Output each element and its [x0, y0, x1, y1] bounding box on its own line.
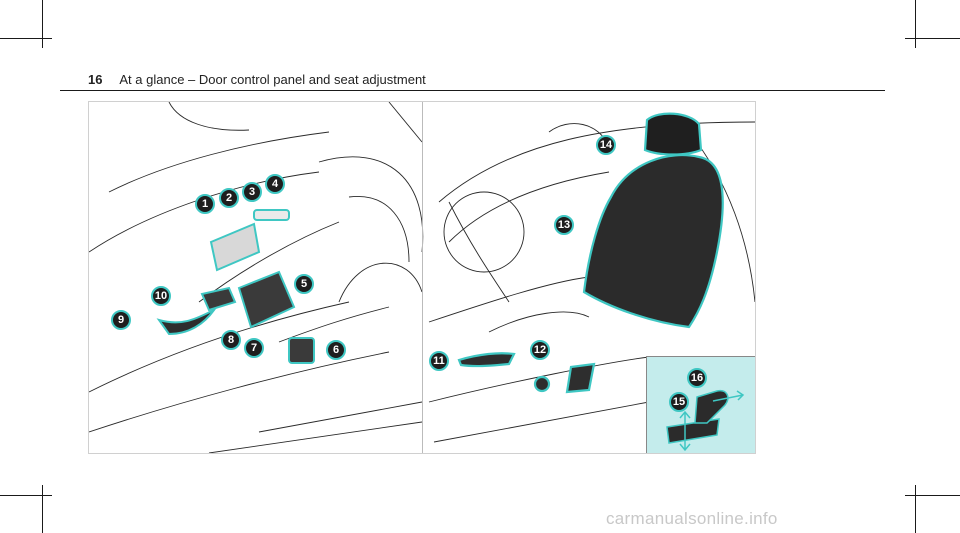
crop-mark [905, 495, 960, 496]
door-line [89, 301, 350, 393]
interior-line [438, 121, 755, 203]
door-line [168, 102, 250, 131]
door-line [208, 421, 423, 453]
callout-marker: 5 [294, 274, 314, 294]
seat-switch-back [694, 389, 729, 424]
callout-marker: 3 [242, 182, 262, 202]
window-switch-panel [237, 270, 296, 329]
memory-buttons [253, 209, 290, 221]
seat-release-lever [457, 352, 516, 368]
callout-marker: 12 [530, 340, 550, 360]
crop-mark [915, 485, 916, 533]
interior-line [688, 131, 755, 303]
callout-marker: 1 [195, 194, 215, 214]
crop-mark [0, 495, 52, 496]
steering-wheel-rim [318, 156, 424, 253]
steering-wheel-rim [338, 262, 423, 303]
steering-wheel-rim [348, 196, 410, 263]
interior-line [488, 311, 590, 333]
interior-line [428, 276, 590, 323]
door-line [108, 131, 330, 193]
seat-headrest [643, 112, 703, 156]
callout-marker: 8 [221, 330, 241, 350]
door-line [258, 401, 423, 433]
interior-line [428, 356, 650, 403]
callout-marker: 15 [669, 392, 689, 412]
crop-mark [915, 0, 916, 48]
header-rule [60, 90, 885, 91]
callout-marker: 13 [554, 215, 574, 235]
door-opener [288, 337, 315, 364]
callout-marker: 7 [244, 338, 264, 358]
door-line [278, 306, 390, 343]
page-header: 16 At a glance – Door control panel and … [88, 72, 426, 87]
tilt-arrow-icon [712, 390, 745, 402]
illustration-figure: 1 2 3 4 5 6 7 8 9 10 11 12 13 14 15 16 [88, 101, 756, 454]
callout-marker: 10 [151, 286, 171, 306]
interior-line [448, 171, 610, 243]
crop-mark [0, 38, 52, 39]
callout-marker: 2 [219, 188, 239, 208]
line-drawing [89, 102, 755, 453]
door-line [89, 351, 390, 433]
up-down-arrow-icon [679, 410, 691, 452]
door-handle [156, 307, 218, 336]
seat-switch-detail [666, 389, 745, 452]
crop-mark [42, 0, 43, 48]
lumbar-switch [533, 375, 551, 393]
panel-divider [422, 102, 423, 453]
seat-control-block [209, 222, 261, 272]
callout-marker: 14 [596, 135, 616, 155]
steering-wheel [443, 191, 525, 273]
door-line [388, 102, 423, 143]
seat-backrest [582, 153, 724, 329]
interior-line [433, 401, 650, 443]
callout-marker: 16 [687, 368, 707, 388]
seat-switch-base [666, 418, 720, 444]
callout-marker: 4 [265, 174, 285, 194]
page-title: At a glance – Door control panel and sea… [119, 72, 426, 87]
window-switch [200, 286, 237, 312]
interior-line [448, 201, 510, 303]
seat-adjust-switch [565, 362, 596, 394]
crop-mark [42, 485, 43, 533]
crop-mark [905, 38, 960, 39]
callout-marker: 6 [326, 340, 346, 360]
watermark: carmanualsonline.info [606, 509, 778, 528]
callout-marker: 11 [429, 351, 449, 371]
callout-marker: 9 [111, 310, 131, 330]
page-number: 16 [88, 72, 103, 87]
